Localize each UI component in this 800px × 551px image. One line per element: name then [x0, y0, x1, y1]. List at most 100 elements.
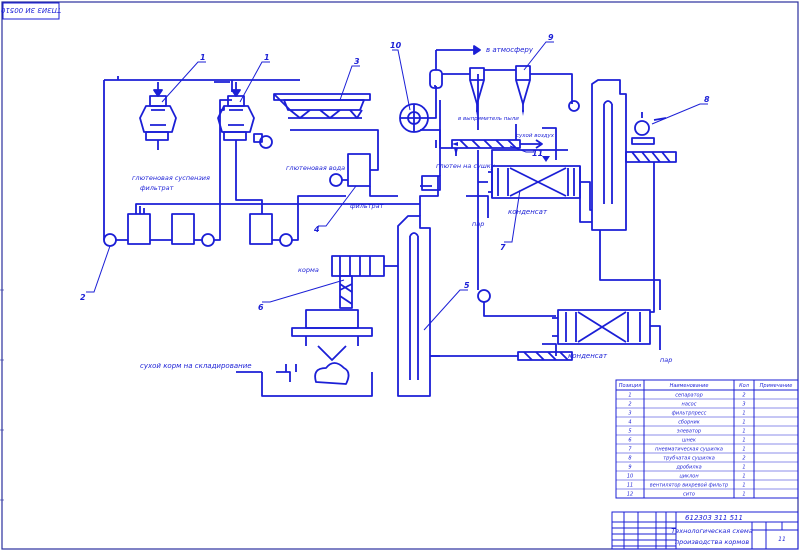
collector-4	[347, 153, 371, 187]
callout-9: 9	[548, 33, 554, 42]
label-gluten-water: глютеновая вода	[286, 164, 345, 172]
screw-conveyor-bottom	[430, 351, 573, 361]
table-cell: дробилка	[675, 465, 701, 471]
label-filtrate-top: фильтрат	[140, 184, 174, 192]
valve-box	[253, 133, 263, 143]
table-cell: 4	[628, 420, 631, 426]
feed-header-line	[103, 76, 300, 240]
table-cell: шнек	[682, 438, 696, 444]
separator-1b	[217, 82, 255, 141]
table-cell: 5	[628, 429, 631, 435]
table-cell: 9	[628, 465, 631, 471]
callout-3: 3	[354, 57, 360, 66]
table-cell: 1	[742, 492, 745, 498]
table-header-pos: Позиция	[619, 383, 641, 389]
label-gluten-drying: глютен на сушку	[436, 162, 495, 170]
corner-stamp-code: ТПЗИЗ ЗИ 00510	[0, 6, 61, 14]
label-dust-collector: в выпрямитель пыли	[458, 116, 519, 122]
piping-left	[116, 81, 420, 241]
table-row: 2 насос 3	[628, 402, 745, 408]
flow-arrows	[452, 110, 550, 162]
table-cell: 1	[742, 411, 745, 417]
callout-5: 5	[464, 281, 470, 290]
label-filtrate-mid: фильтрат	[350, 202, 384, 210]
table-cell: 1	[742, 438, 745, 444]
title-doc-code: 612303 311 511	[685, 514, 743, 522]
pump-d	[329, 173, 343, 187]
table-cell: 1	[742, 429, 745, 435]
title-line-1: Технологическая схема	[671, 527, 752, 535]
table-cell: элеватор	[677, 429, 701, 435]
table-cell: 10	[627, 474, 633, 480]
table-cell: 11	[627, 483, 633, 489]
table-cell: трубчатая сушилка	[663, 456, 715, 462]
table-cell: фильтрпресс	[672, 411, 707, 417]
tank-a	[127, 213, 151, 245]
dryer-7	[466, 165, 592, 218]
table-header-qty: Кол	[739, 383, 750, 389]
callout-6: 6	[258, 303, 264, 312]
label-dry-gluten-storage: сухой корм на складирование	[140, 362, 252, 370]
table-cell: 1	[742, 447, 745, 453]
table-cell: 3	[742, 402, 745, 408]
callout-4: 4	[313, 225, 320, 234]
table-header: Позиция Наименование Кол Примечание	[619, 383, 793, 389]
table-cell: вентилятор вихревой фильтр	[650, 483, 728, 489]
table-cell: сборник	[678, 420, 700, 426]
table-cell: 6	[628, 438, 631, 444]
label-gluten-suspension: глютеновая суспензия	[132, 174, 210, 182]
pump-a	[103, 233, 117, 247]
table-cell: насос	[682, 402, 697, 408]
callout-8: 8	[704, 95, 710, 104]
pump-f	[477, 289, 491, 303]
table-header-note: Примечание	[760, 383, 793, 389]
callout-2: 2	[80, 293, 86, 302]
callouts	[86, 41, 708, 331]
table-cell: 12	[627, 492, 633, 498]
title-sheet: 11	[778, 536, 786, 543]
corner-stamp: ТПЗИЗ ЗИ 00510	[0, 2, 61, 20]
table-cell: 2	[742, 456, 745, 462]
label-condensate-top: конденсат	[508, 208, 548, 216]
separator-1	[139, 82, 177, 141]
tank-b	[171, 213, 195, 245]
spec-table: Позиция Наименование Кол Примечание 1 сеп…	[615, 379, 799, 499]
label-condensate-bottom: конденсат	[568, 352, 608, 360]
table-header-name: Наименование	[670, 383, 709, 389]
table-cell: 7	[628, 447, 632, 453]
table-cell: 2	[628, 402, 631, 408]
callout-numbers: 1 1 2 3 4 5 6 7 8 9 10 11	[80, 33, 710, 312]
elevator-right	[591, 79, 627, 231]
table-cell: сепаратор	[675, 393, 703, 399]
callout-1b: 1	[264, 53, 270, 62]
table-cell: пневматическая сушилка	[655, 447, 723, 453]
callout-7: 7	[500, 243, 506, 252]
bagging-platform	[236, 362, 373, 397]
tube-dryer	[542, 309, 661, 356]
table-row: 7 пневматическая сушилка 1	[628, 447, 745, 453]
pump-b	[201, 233, 215, 247]
screw-conveyor-6	[331, 255, 398, 309]
elevator-5	[397, 175, 441, 397]
piping-mid	[430, 74, 661, 357]
crusher-8	[625, 112, 677, 313]
label-dry-air: сухой воздух	[516, 133, 555, 139]
callout-11: 11	[532, 149, 543, 158]
title-line-2: производства кормов	[675, 538, 749, 546]
sieve-12	[291, 309, 373, 361]
label-steam-top: пар	[472, 220, 484, 228]
table-cell: 2	[742, 393, 745, 399]
label-meal: корма	[298, 266, 319, 274]
cyclone	[442, 67, 485, 112]
label-atmosphere: в атмосферу	[486, 46, 534, 54]
table-row: 6 шнек 1	[628, 438, 745, 444]
vortex-filter-10	[399, 85, 437, 133]
